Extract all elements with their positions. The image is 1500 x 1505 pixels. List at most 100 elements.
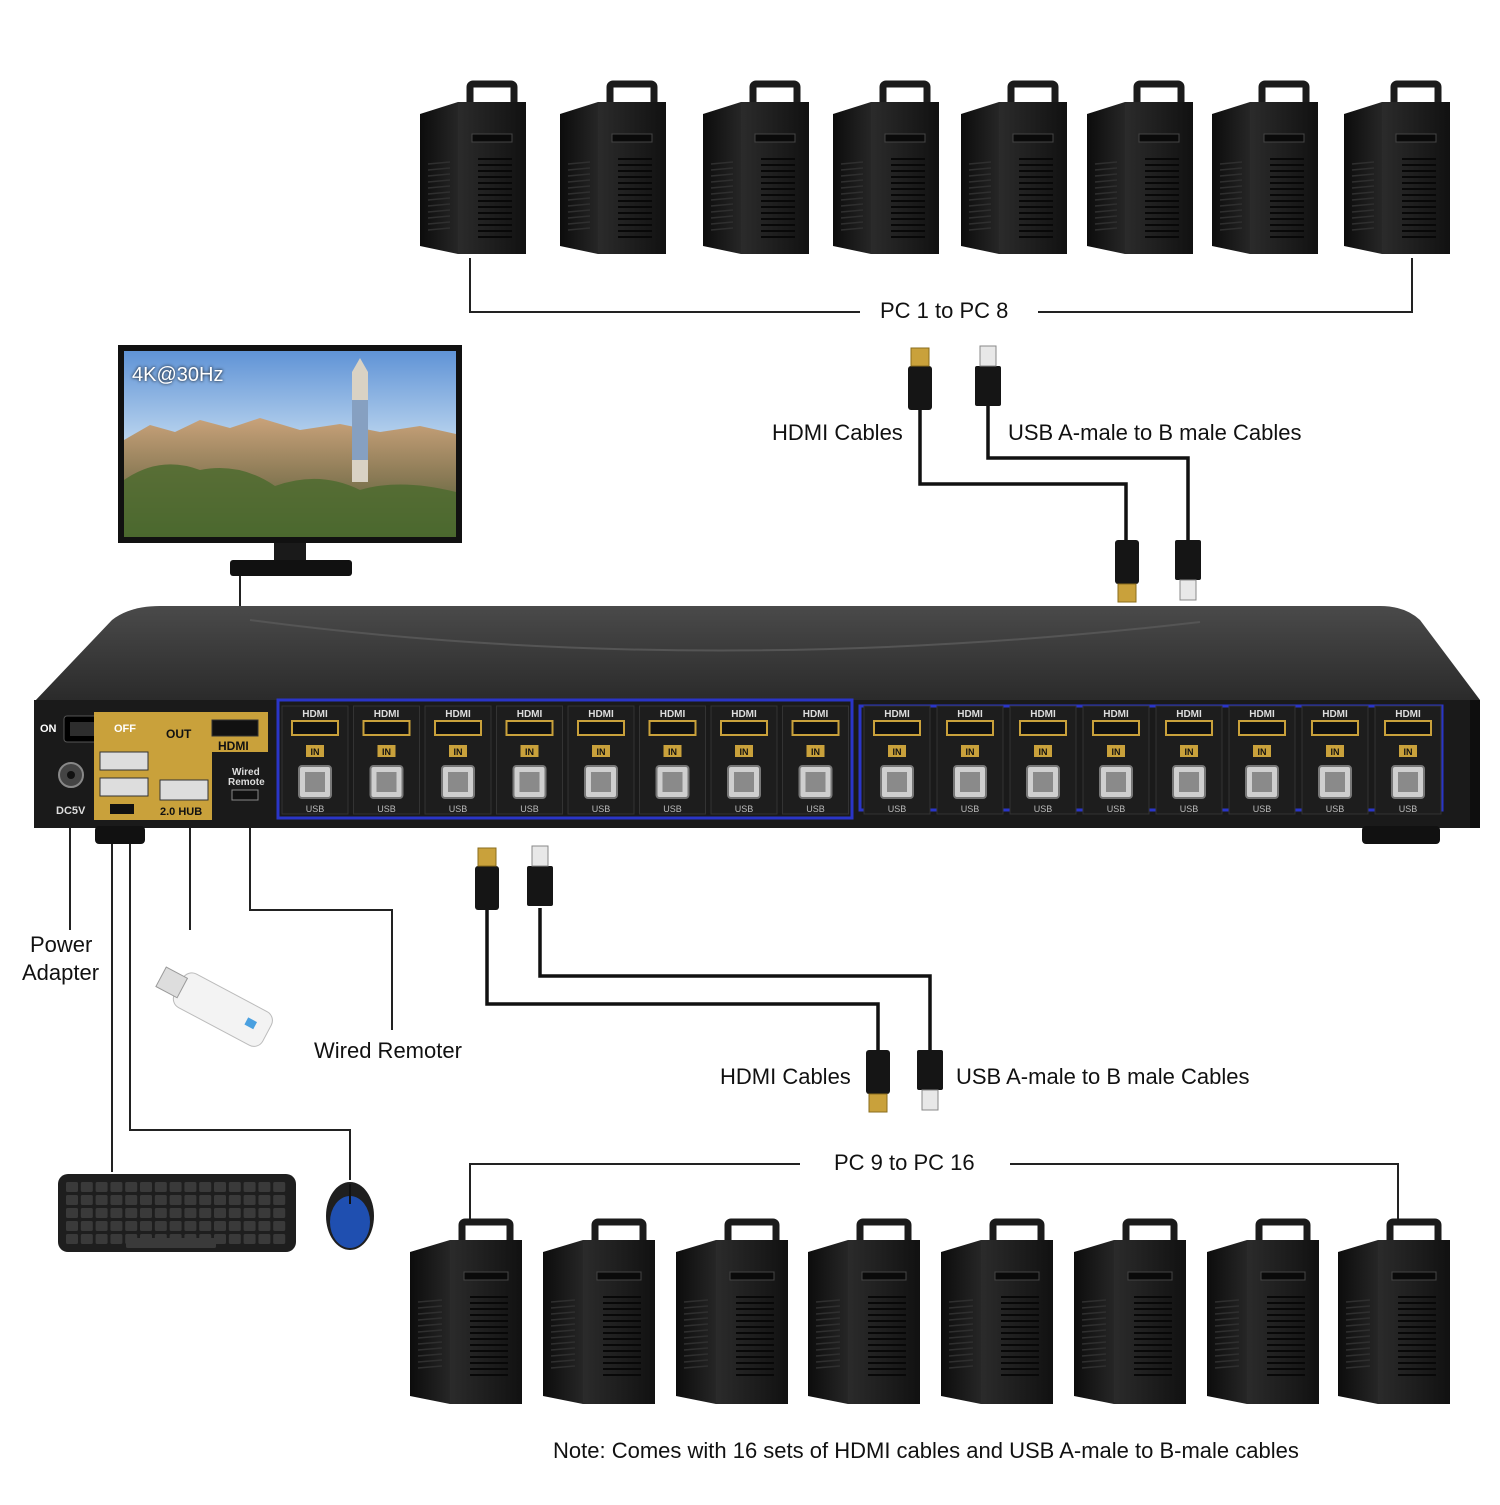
pc-side-panel xyxy=(543,1240,583,1404)
hdmi-cables-bottom-label: HDMI Cables xyxy=(720,1064,851,1089)
port-in-label: IN xyxy=(811,747,820,757)
usb-b-port-core xyxy=(591,772,611,792)
pc-side-vent xyxy=(567,227,591,231)
pc-tower-8 xyxy=(1344,80,1450,254)
port-usb-label: USB xyxy=(735,804,754,814)
port-in-label: IN xyxy=(1258,747,1267,757)
kvm-right-side xyxy=(1470,700,1480,828)
pc-side-vent xyxy=(1345,1305,1371,1309)
kvm-foot-left xyxy=(95,826,145,844)
pc-side-vent xyxy=(1214,1311,1240,1315)
pc-side-vent xyxy=(1214,1323,1240,1327)
port-in-label: IN xyxy=(597,747,606,757)
pc-side-panel xyxy=(941,1240,981,1404)
pc-side-vent xyxy=(1214,1335,1240,1339)
keyboard-key xyxy=(80,1221,93,1231)
hdmi-in-port xyxy=(1311,720,1359,736)
hub-label: 2.0 HUB xyxy=(160,806,202,818)
pc-side-vent xyxy=(1219,167,1243,171)
pc-side-vent xyxy=(815,1323,841,1327)
mouse xyxy=(326,1182,374,1250)
hdmi-in-port xyxy=(291,720,339,736)
pc-vents xyxy=(683,1296,774,1376)
port-in-badge xyxy=(592,745,610,757)
pc-side-vent xyxy=(840,179,864,183)
port-usb-label: USB xyxy=(1326,804,1345,814)
pc-side-vent xyxy=(1214,1365,1240,1369)
port-in-label: IN xyxy=(668,747,677,757)
hdmi-in-port xyxy=(1092,720,1140,736)
port-group-outline-1 xyxy=(276,698,854,820)
keyboard-key xyxy=(66,1234,78,1244)
pc-side-vent xyxy=(815,1311,841,1315)
pc-vents xyxy=(840,158,925,238)
pc-side-vent xyxy=(948,1335,974,1339)
keyboard-key xyxy=(66,1182,78,1192)
pc-side-vent xyxy=(567,173,591,177)
pc-side-vent xyxy=(1094,167,1118,171)
usb-plug-tip xyxy=(1179,579,1197,601)
pc-side-vent xyxy=(815,1359,841,1363)
usb-plug-tip xyxy=(921,1089,939,1111)
usb-b-port-core xyxy=(305,772,325,792)
keyboard-key xyxy=(243,1182,256,1192)
port-hdmi-label: HDMI xyxy=(1322,709,1348,720)
pc-side-vent xyxy=(1351,197,1375,201)
keyboard-key xyxy=(125,1182,138,1192)
pc-side-vent xyxy=(567,209,591,213)
pc-side-vent xyxy=(567,203,591,207)
monitor-tower-tip xyxy=(352,358,368,372)
port-hdmi-label: HDMI xyxy=(302,709,328,720)
port-hdmi-label: HDMI xyxy=(957,709,983,720)
pc-side-vent xyxy=(567,179,591,183)
pc-drive-bay xyxy=(1127,1271,1173,1281)
pc-vents xyxy=(815,1296,906,1376)
pc-side-vent xyxy=(1214,1353,1240,1357)
pc-side-panel xyxy=(833,102,871,254)
keyboard-key xyxy=(228,1195,241,1205)
pc-side-vent xyxy=(417,1365,443,1369)
pc-side-vent xyxy=(840,227,864,231)
pc-side-vent xyxy=(417,1347,443,1351)
keyboard-key xyxy=(228,1234,241,1244)
keyboard-key xyxy=(228,1182,241,1192)
pc-side-vent xyxy=(417,1311,443,1315)
pc-side-vent xyxy=(840,209,864,213)
keyboard-key xyxy=(199,1208,212,1218)
hdmi-in-port xyxy=(791,720,840,736)
keyboard-spacebar xyxy=(126,1238,216,1248)
port-usb-label: USB xyxy=(961,804,980,814)
hdmi-in-port xyxy=(946,720,994,736)
keyboard-key xyxy=(243,1208,256,1218)
pc-side-vent xyxy=(1351,179,1375,183)
pc-side-panel xyxy=(1074,1240,1114,1404)
pc-side-vent xyxy=(815,1317,841,1321)
pc-side-vent xyxy=(815,1305,841,1309)
keyboard-key xyxy=(125,1208,138,1218)
pc-side-vent xyxy=(567,197,591,201)
pc-side-vent xyxy=(815,1299,841,1303)
port-hdmi-label: HDMI xyxy=(517,709,543,720)
pc-drive-bay xyxy=(1138,133,1180,143)
pc-side-vent xyxy=(1214,1305,1240,1309)
pc-drive-bay xyxy=(1012,133,1054,143)
pc-side-vent xyxy=(948,1305,974,1309)
pc-vents xyxy=(567,158,652,238)
pc-vents xyxy=(948,1296,1039,1376)
pc-side-vent xyxy=(567,161,591,165)
pc-side-vent xyxy=(1094,209,1118,213)
hdmi-plug-housing xyxy=(1115,540,1139,584)
pc-drive-bay xyxy=(861,1271,907,1281)
port-usb-label: USB xyxy=(1399,804,1418,814)
usb-b-port-core xyxy=(376,772,397,792)
port-hdmi-label: HDMI xyxy=(1030,709,1056,720)
usb-b-port-core xyxy=(960,772,980,792)
pc-side-vent xyxy=(968,227,992,231)
hdmi-plug-tip xyxy=(1117,583,1137,603)
pc-side-vent xyxy=(417,1317,443,1321)
